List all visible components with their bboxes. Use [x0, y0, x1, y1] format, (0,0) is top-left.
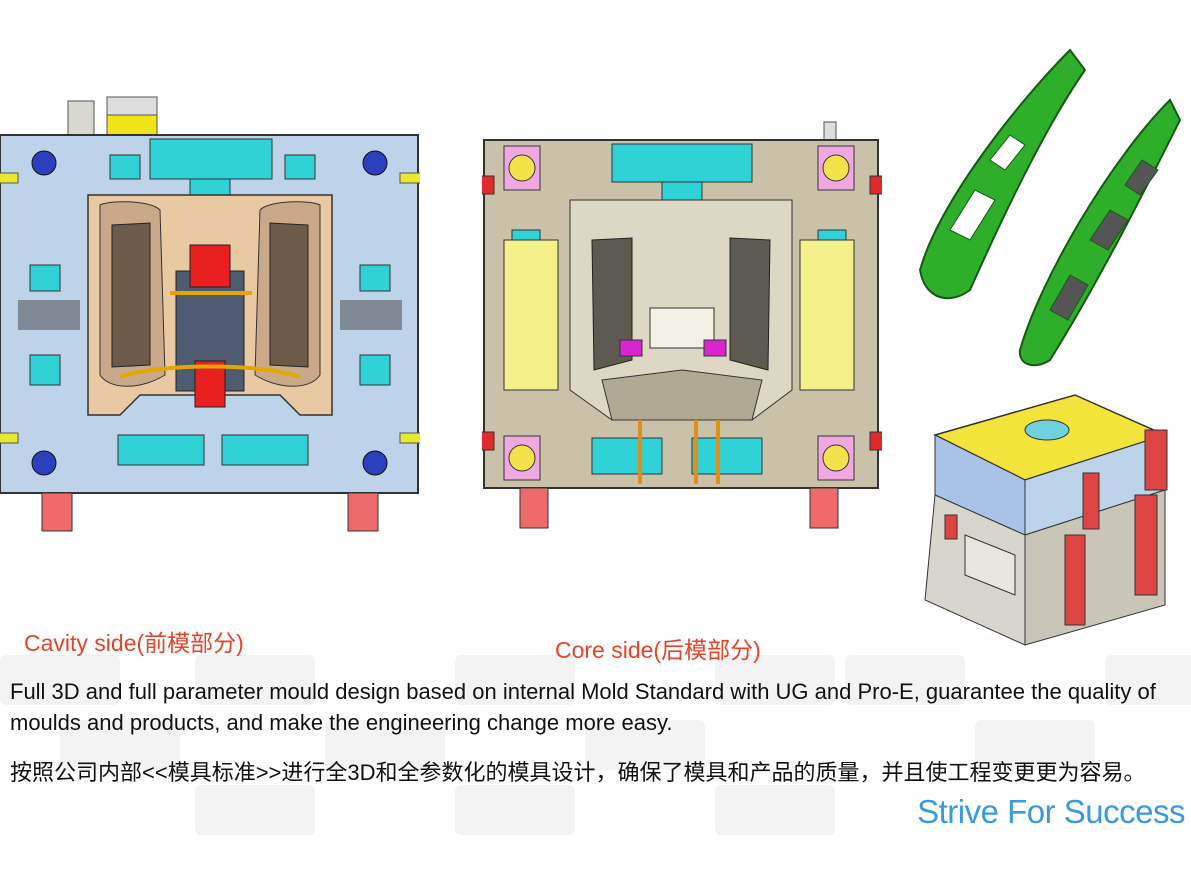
core-side-caption: Core side(后模部分): [555, 637, 761, 663]
mould-assembly-3d-render: [924, 394, 1168, 646]
product-3d-render: [918, 48, 1182, 367]
core-side-drawing: [482, 121, 882, 529]
cavity-side-drawing: [0, 96, 420, 532]
cavity-side-caption: Cavity side(前模部分): [24, 630, 244, 656]
background-tiles: [0, 650, 1191, 850]
slogan: Strive For Success: [917, 793, 1185, 830]
english-description: Full 3D and full parameter mould design …: [10, 679, 1156, 735]
chinese-description: 按照公司内部<<模具标准>>进行全3D和全参数化的模具设计，确保了模具和产品的质…: [10, 760, 1146, 785]
